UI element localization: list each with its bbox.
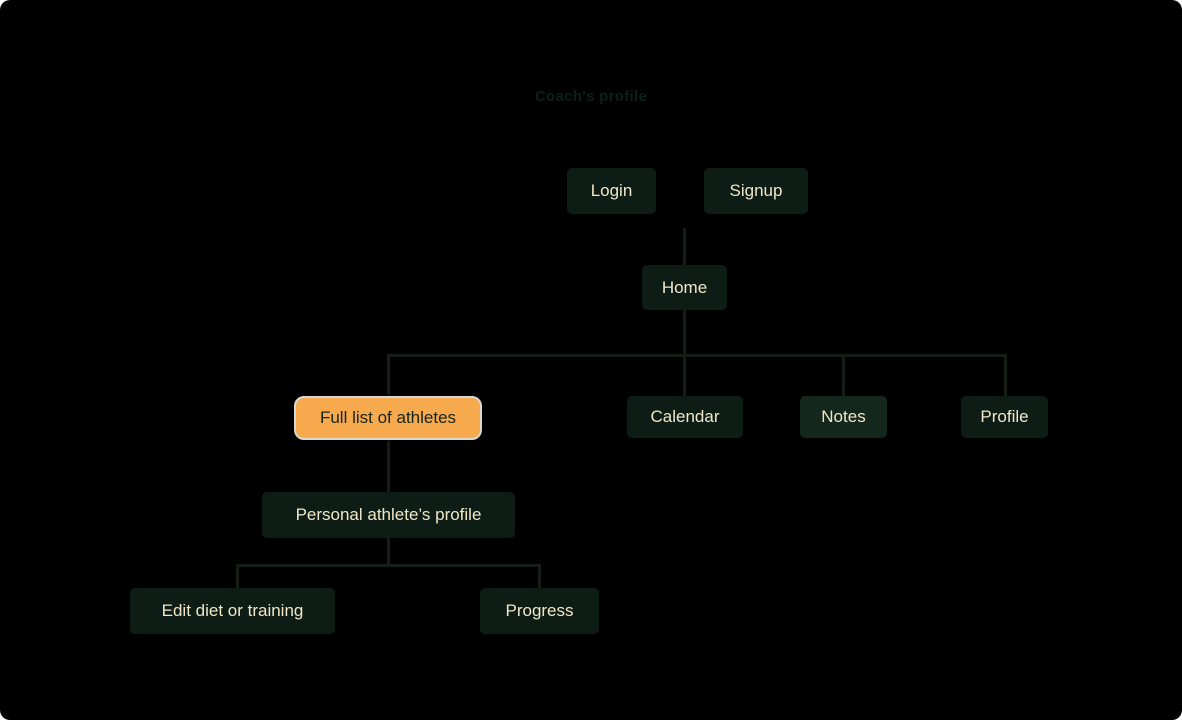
node-full-list-of-athletes[interactable]: Full list of athletes — [294, 396, 482, 440]
node-signup[interactable]: Signup — [704, 168, 808, 214]
edge-drop-profile — [1004, 354, 1007, 397]
edge-home-down — [683, 310, 686, 357]
edge-drop-athletes — [387, 354, 390, 397]
edge-auth-to-home — [683, 228, 686, 266]
node-home[interactable]: Home — [642, 265, 727, 310]
node-notes[interactable]: Notes — [800, 396, 887, 438]
node-progress[interactable]: Progress — [480, 588, 599, 634]
node-personal-athlete-profile[interactable]: Personal athlete’s profile — [262, 492, 515, 538]
edge-profile-down — [387, 538, 390, 567]
node-edit-diet-or-training[interactable]: Edit diet or training — [130, 588, 335, 634]
edge-drop-progress — [538, 564, 541, 588]
edge-drop-calendar — [683, 354, 686, 397]
edge-home-children-bus — [387, 354, 1007, 357]
edge-profile-children-bus — [236, 564, 541, 567]
diagram-title: Coach's profile — [534, 88, 648, 105]
node-profile[interactable]: Profile — [961, 396, 1048, 438]
edge-drop-edit — [236, 564, 239, 588]
node-login[interactable]: Login — [567, 168, 656, 214]
edge-drop-notes — [842, 354, 845, 397]
node-calendar[interactable]: Calendar — [627, 396, 743, 438]
edge-athletes-to-profile — [387, 440, 390, 492]
